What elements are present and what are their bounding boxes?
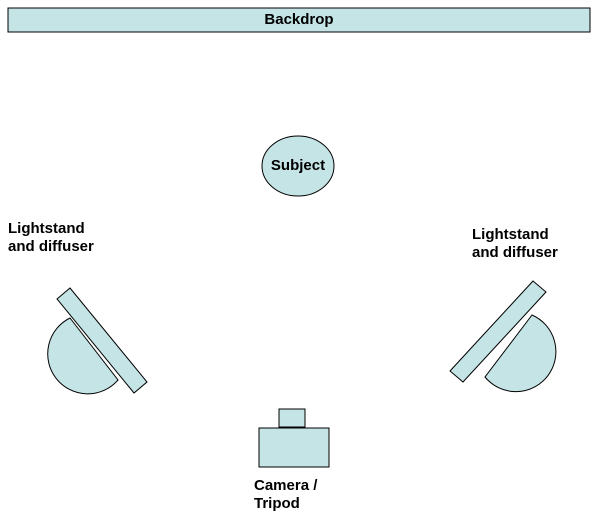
- right-light-label-line1: Lightstand: [472, 226, 549, 243]
- backdrop-shape: [7, 7, 591, 33]
- right-diffuser-panel: [449, 280, 547, 383]
- left-light-label-line2: and diffuser: [8, 238, 94, 255]
- camera-label: Camera / Tripod: [254, 477, 317, 513]
- backdrop-label: Backdrop: [264, 11, 334, 28]
- right-light-reflector: [484, 314, 557, 393]
- left-light-label: Lightstand and diffuser: [8, 220, 94, 256]
- right-light-label: Lightstand and diffuser: [472, 226, 558, 262]
- subject-shape: [261, 135, 335, 197]
- camera-body: [258, 427, 330, 468]
- left-light-reflector: [47, 317, 119, 395]
- left-diffuser-panel: [56, 287, 148, 394]
- right-light-label-line2: and diffuser: [472, 244, 558, 261]
- camera-viewfinder: [278, 408, 306, 428]
- subject-label: Subject: [270, 157, 326, 174]
- camera-label-line1: Camera /: [254, 477, 318, 494]
- camera-label-line2: Tripod: [254, 495, 300, 512]
- left-light-label-line1: Lightstand: [8, 220, 85, 237]
